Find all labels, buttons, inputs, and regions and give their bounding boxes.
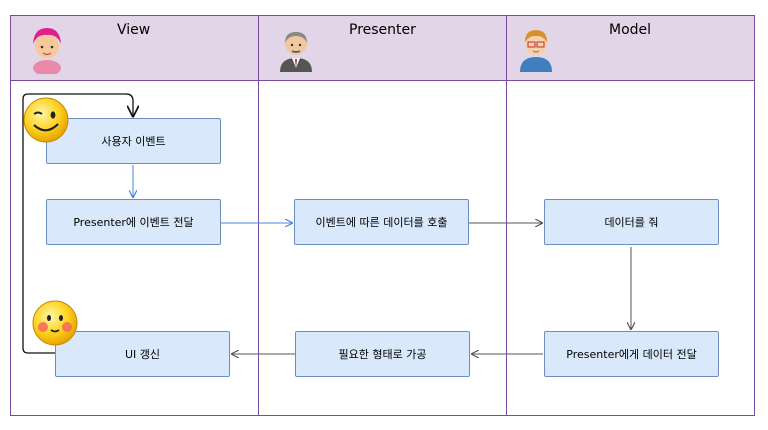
lane-title-presenter: Presenter xyxy=(349,22,416,38)
node-call-data: 이벤트에 따른 데이터를 호출 xyxy=(294,199,469,245)
lane-title-view: View xyxy=(117,22,151,38)
arrow-loop-back xyxy=(22,93,133,354)
lane-divider-2 xyxy=(506,16,507,415)
wink-emoji-icon xyxy=(23,97,69,143)
node-give-data: 데이터를 줘 xyxy=(544,199,719,245)
node-deliver-data: Presenter에게 데이터 전달 xyxy=(544,331,719,377)
lane-title-model: Model xyxy=(609,22,652,38)
lane-divider-1 xyxy=(258,16,259,415)
blush-emoji-icon xyxy=(32,300,78,346)
node-user-event: 사용자 이벤트 xyxy=(46,118,221,164)
node-ui-update: UI 갱신 xyxy=(55,331,230,377)
girl-avatar-icon xyxy=(33,28,61,74)
boy-avatar-icon xyxy=(520,30,552,72)
node-deliver-event: Presenter에 이벤트 전달 xyxy=(46,199,221,245)
lane-header-row xyxy=(11,16,754,81)
grandpa-avatar-icon xyxy=(280,32,312,72)
node-process: 필요한 형태로 가공 xyxy=(295,331,470,377)
